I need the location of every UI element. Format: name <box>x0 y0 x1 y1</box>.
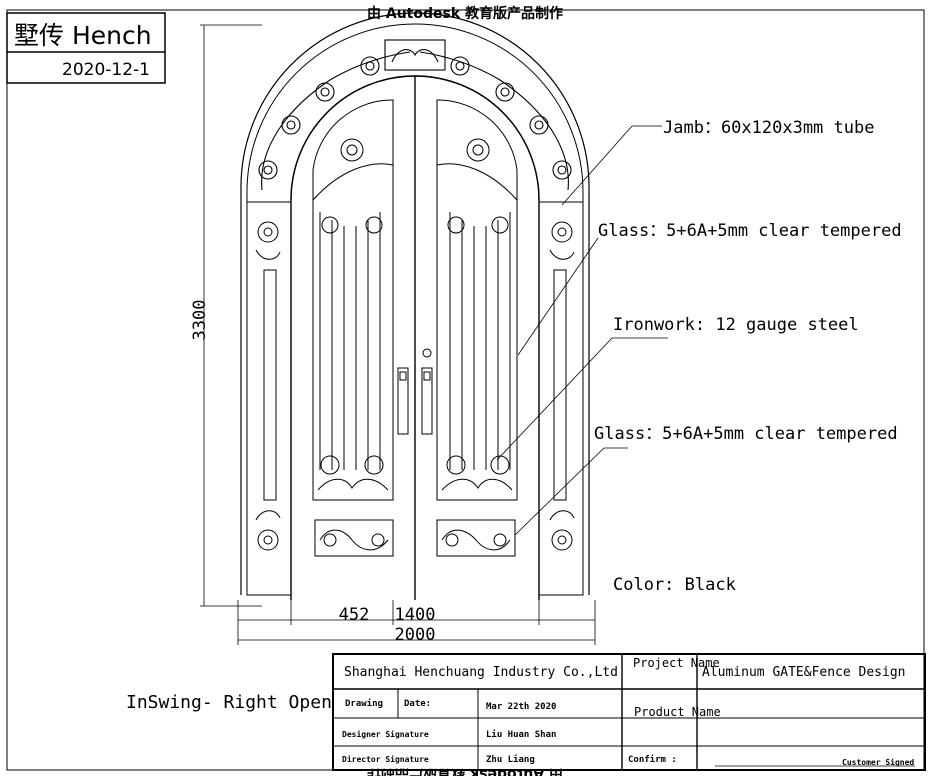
tb-drawing-label: Drawing <box>345 698 383 709</box>
title-block <box>332 653 926 771</box>
callout-glass-upper: Glass：5+6A+5mm clear tempered <box>598 221 902 241</box>
tb-customer-label: Customer Signed <box>842 757 914 767</box>
dim-total-width: 2000 <box>395 625 436 645</box>
tb-project-label: Project Name <box>633 656 720 670</box>
swing-note: InSwing- Right Open <box>126 692 332 713</box>
door-handles <box>397 348 433 435</box>
tb-product-label: Product Name <box>634 705 721 719</box>
callout-color: Color: Black <box>613 575 736 595</box>
dim-height: 3300 <box>190 300 210 341</box>
dimension-lines <box>200 24 596 645</box>
tb-company: Shanghai Henchuang Industry Co.,Ltd <box>344 665 618 680</box>
dim-door-width: 1400 <box>395 605 436 625</box>
dim-sidelite-width: 452 <box>339 605 370 625</box>
callout-ironwork: Ironwork: 12 gauge steel <box>613 315 859 335</box>
callout-jamb: Jamb：60x120x3mm tube <box>663 118 874 138</box>
callout-leaders <box>496 125 668 536</box>
tb-designer-value: Liu Huan Shan <box>486 729 556 740</box>
right-leaf-panel <box>436 99 518 557</box>
tb-date-value: Mar 22th 2020 <box>486 702 556 712</box>
tb-project-value: Aluminum GATE&Fence Design <box>702 665 906 680</box>
tb-designer-label: Designer Signature <box>342 729 429 739</box>
tb-date-label: Date: <box>404 699 431 709</box>
tb-director-value: Zhu Liang <box>486 754 535 765</box>
brand-date: 2020-12-1 <box>62 60 150 80</box>
brand-box: 墅传 Hench 2020-12-1 <box>6 12 166 84</box>
left-leaf-panel <box>312 99 394 557</box>
transom-scrollwork <box>258 39 572 191</box>
callout-glass-lower: Glass：5+6A+5mm clear tempered <box>594 424 898 444</box>
outer-arch-frame <box>240 12 590 595</box>
watermark-bottom: 由 Autodesk 教育版产品制作 <box>367 766 563 776</box>
left-sidelite <box>246 201 292 596</box>
tb-confirm-label: Confirm : <box>628 754 677 765</box>
brand-name: 墅传 Hench <box>14 21 152 50</box>
watermark-bottom-group: 由 Autodesk 教育版产品制作 <box>367 766 563 776</box>
right-sidelite <box>538 201 584 596</box>
tb-director-label: Director Signature <box>342 754 429 764</box>
door-assembly <box>240 12 590 600</box>
watermark-top: 由 Autodesk 教育版产品制作 <box>367 5 563 22</box>
